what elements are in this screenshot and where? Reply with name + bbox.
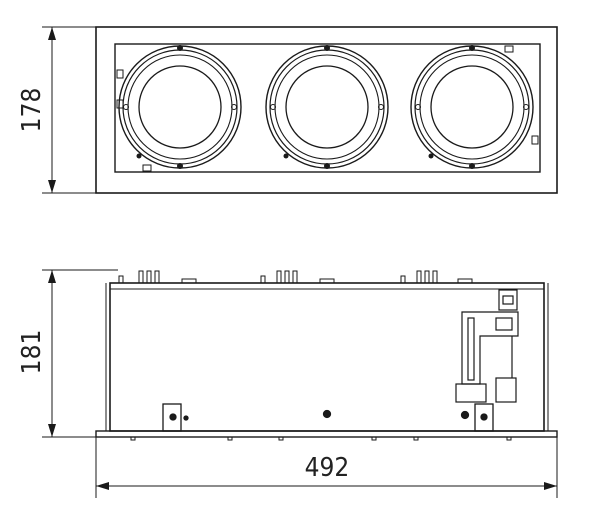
driver-bracket [455, 289, 519, 403]
lamp-ring-3 [410, 45, 534, 169]
dimension-width: 492 [95, 437, 558, 498]
dimension-label-181: 181 [17, 330, 47, 375]
lamp-ring-1 [118, 45, 242, 169]
top-screws [118, 270, 473, 284]
top-view: 178 [17, 26, 558, 194]
mounting-brackets [162, 403, 494, 432]
side-view: 181 492 [17, 269, 558, 498]
dimension-height-top: 178 [17, 26, 96, 194]
dimension-label-178: 178 [17, 88, 47, 133]
side-base-plate [95, 430, 558, 438]
top-inner-panel [114, 43, 541, 173]
lamp-ring-2 [265, 45, 389, 169]
base-feet [130, 436, 512, 441]
top-outer-frame [95, 26, 558, 194]
top-fixing-clips [116, 45, 539, 172]
dimension-height-side: 181 [17, 269, 118, 438]
dimension-label-492: 492 [305, 453, 350, 483]
side-housing [109, 282, 545, 432]
